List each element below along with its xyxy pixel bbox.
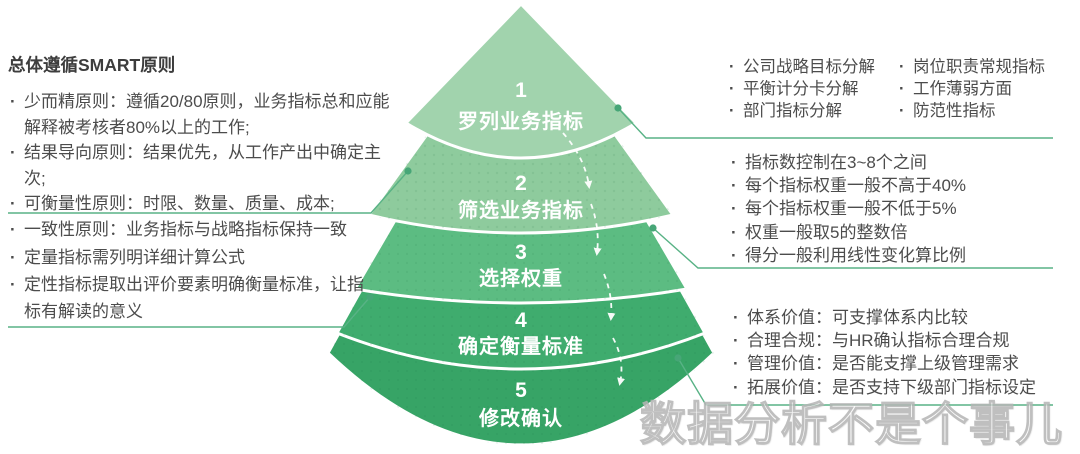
weight-rules-list: 指标数控制在3~8个之间每个指标权重一般不高于40%每个指标权重一般不低于5%权…: [729, 151, 1059, 267]
funnel-level-2-number: 2: [515, 172, 527, 195]
confirmation-value-panel: 体系价值：可支撑体系内比较合理合规：与HR确认指标合理合规管理价值：是否能支撑上…: [731, 306, 1071, 399]
confirmation-value-list: 体系价值：可支撑体系内比较合理合规：与HR确认指标合理合规管理价值：是否能支撑上…: [731, 306, 1071, 399]
connector-left-bottom-dot: [366, 293, 374, 301]
connector-right-top-line: [617, 107, 1053, 139]
panel-title: 总体遵循SMART原则: [8, 55, 176, 75]
list-item: 一致性原则：业务指标与战略指标保持一致: [8, 217, 394, 243]
funnel-level-1-number: 1: [515, 79, 527, 102]
funnel-level-3-number: 3: [515, 241, 527, 264]
funnel-level-1-shape: [404, 2, 638, 160]
funnel-level-3-label: 选择权重: [479, 267, 563, 290]
list-item: 拓展价值：是否支持下级部门指标设定: [731, 376, 1071, 399]
indicator-sources-col1: 公司战略目标分解平衡计分卡分解部门指标分解: [727, 56, 897, 122]
flow-arrow-3: [603, 273, 616, 321]
list-item: 每个指标权重一般不高于40%: [729, 174, 1059, 197]
indicator-sources-panel: 公司战略目标分解平衡计分卡分解部门指标分解 岗位职责常规指标工作薄弱方面防范性指…: [727, 56, 1045, 122]
list-item: 得分一般利用线性变化算比例: [729, 244, 1059, 267]
flow-arrow-2: [590, 203, 602, 256]
smart-principles-panel: 总体遵循SMART原则 少而精原则：遵循20/80原则，业务指标总和应能解释被考…: [8, 52, 394, 242]
funnel-level-4-label: 确定衡量标准: [458, 334, 584, 358]
list-item: 防范性指标: [897, 100, 1045, 122]
list-item: 管理价值：是否能支撑上级管理需求: [731, 352, 1071, 375]
weight-rules-panel: 指标数控制在3~8个之间每个指标权重一般不高于40%每个指标权重一般不低于5%权…: [729, 151, 1059, 267]
list-item: 指标数控制在3~8个之间: [729, 151, 1059, 174]
funnel-level-1-label: 罗列业务指标: [458, 109, 584, 133]
list-item: 定量指标需列明详细计算公式: [8, 244, 364, 271]
connector-right-bottom-line: [677, 357, 1053, 406]
connector-right-middle-dot: [649, 224, 657, 232]
indicator-sources-col2: 岗位职责常规指标工作薄弱方面防范性指标: [897, 56, 1045, 122]
list-item: 部门指标分解: [727, 100, 897, 122]
connector-right-middle-line: [652, 227, 1053, 269]
funnel-level-2-label: 筛选业务指标: [458, 198, 584, 222]
list-item: 少而精原则：遵循20/80原则，业务指标总和应能解释被考核者80%以上的工作;: [8, 89, 394, 140]
connector-right-bottom-dot: [674, 354, 682, 362]
list-item: 公司战略目标分解: [727, 56, 897, 78]
list-item: 合理合规：与HR确认指标合理合规: [731, 329, 1071, 352]
list-item: 体系价值：可支撑体系内比较: [731, 306, 1071, 329]
funnel-level-5-label: 修改确认: [478, 406, 563, 430]
funnel-level-4-number: 4: [515, 309, 527, 332]
connector-right-top-dot: [614, 104, 622, 112]
list-item: 定性指标提取出评价要素明确衡量标准，让指标有解读的意义: [8, 271, 364, 325]
flow-arrow-4: [612, 337, 625, 386]
list-item: 结果导向原则：结果优先，从工作产出中确定主次;: [8, 140, 394, 191]
smart-principles-list: 少而精原则：遵循20/80原则，业务指标总和应能解释被考核者80%以上的工作;结…: [8, 89, 394, 242]
list-item: 岗位职责常规指标: [897, 56, 1045, 78]
list-item: 每个指标权重一般不低于5%: [729, 197, 1059, 220]
measurement-standard-list: 定量指标需列明详细计算公式定性指标提取出评价要素明确衡量标准，让指标有解读的意义: [8, 244, 364, 325]
list-item: 权重一般取5的整数倍: [729, 221, 1059, 244]
connector-left-top-dot: [404, 167, 412, 175]
list-item: 可衡量性原则：时限、数量、质量、成本;: [8, 191, 394, 217]
watermark-text: 数据分析不是个事儿: [639, 397, 1063, 450]
list-item: 平衡计分卡分解: [727, 78, 897, 100]
list-item: 工作薄弱方面: [897, 78, 1045, 100]
measurement-standard-panel: 定量指标需列明详细计算公式定性指标提取出评价要素明确衡量标准，让指标有解读的意义: [8, 244, 364, 325]
funnel-level-5-number: 5: [515, 379, 527, 402]
flow-arrow-1: [562, 132, 593, 189]
